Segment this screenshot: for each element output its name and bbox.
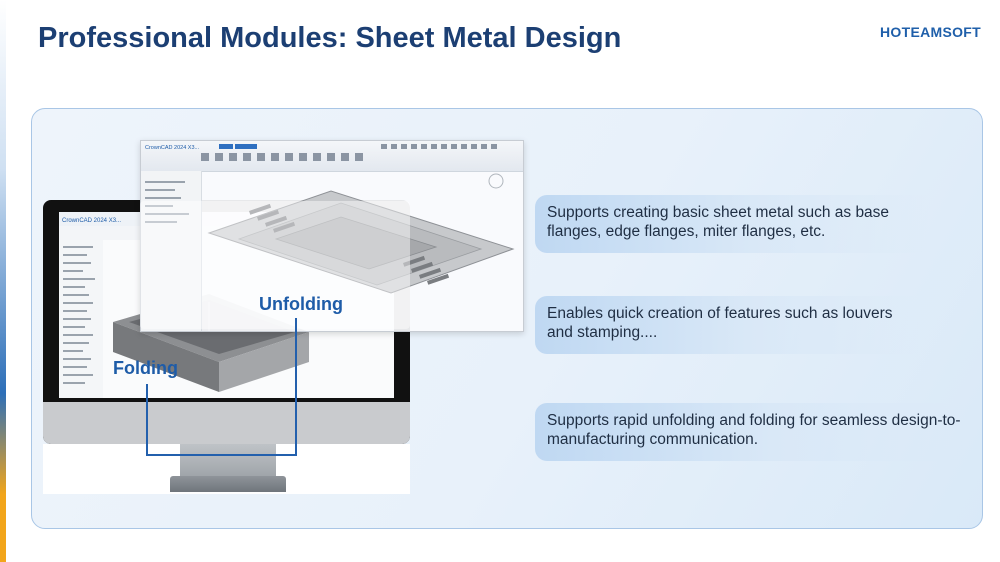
feature-unfold-fold: Supports rapid unfolding and folding for… (535, 403, 965, 461)
monitor-chin (43, 402, 410, 444)
window-app-title: CrownCAD 2024 X3... (145, 145, 200, 151)
window-ribbon: CrownCAD 2024 X3... (141, 141, 523, 172)
feature-text: Supports creating basic sheet metal such… (547, 204, 890, 240)
page-title: Professional Modules: Sheet Metal Design (38, 22, 622, 54)
screen-overlay (140, 201, 410, 329)
brand-logo: HOTEAMSOFT (880, 24, 981, 40)
feature-text: Enables quick creation of features such … (547, 305, 893, 341)
monitor-neck (180, 444, 276, 478)
feature-base-flanges: Supports creating basic sheet metal such… (535, 195, 930, 253)
unfolding-label: Unfolding (259, 294, 343, 314)
window-feature-tree (141, 171, 202, 331)
feature-louvers-stamping: Enables quick creation of features such … (535, 296, 920, 354)
left-accent-bar (0, 0, 6, 562)
folding-label: Folding (113, 358, 178, 378)
monitor-app-title: CrownCAD 2024 X3... (62, 218, 121, 224)
feature-text: Supports rapid unfolding and folding for… (547, 412, 961, 448)
flat-pattern-model (207, 173, 515, 294)
unfolded-model-window: CrownCAD 2024 X3... (140, 140, 524, 332)
monitor-foot (170, 476, 286, 492)
